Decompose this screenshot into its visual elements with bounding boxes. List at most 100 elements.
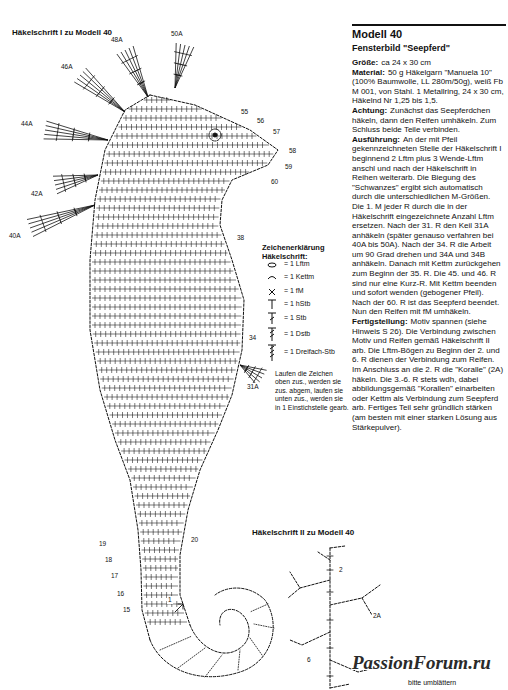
- stitch-row: [143, 565, 178, 571]
- callout-number: 31A: [246, 383, 260, 391]
- stitch-row: [96, 349, 240, 355]
- legend-heading: Häkelschrift:: [262, 252, 307, 261]
- stitch-row: [128, 466, 198, 472]
- stitch-row: [106, 151, 273, 157]
- back-edge: [90, 95, 150, 640]
- stitch-row: [107, 403, 226, 409]
- callout-number: 55: [240, 108, 249, 116]
- instruction-heading: Achtung:: [352, 106, 387, 115]
- crest-wedge: [53, 174, 98, 194]
- legend-text: = 1 Dreifach-Stb: [284, 348, 335, 356]
- instruction-paragraph: Material:50 g Häkelgarn "Manuela 10" (10…: [352, 68, 504, 106]
- instruction-paragraph: Achtung:Zunächst das Seepferdchen häkeln…: [352, 106, 504, 135]
- legend-text: = 1 fM: [284, 287, 304, 295]
- stitch-row: [133, 484, 193, 490]
- stitch-row: [147, 619, 187, 625]
- stitch-row: [137, 511, 185, 517]
- callout-number: 17: [110, 572, 119, 580]
- eye: [213, 133, 217, 137]
- instruction-paragraph: Nach der 60. R ist das Seepferd beendet.…: [352, 298, 504, 317]
- belly-edge: [150, 95, 278, 625]
- sc-symbol: [269, 289, 275, 295]
- instruction-text: Motiv spannen (siehe Hinweis S 26). Die …: [352, 317, 503, 432]
- crest-wedges: [27, 43, 267, 386]
- callout-number: 58: [288, 147, 297, 155]
- crest-wedge: [117, 46, 148, 97]
- stitch-row: [104, 160, 267, 166]
- callout-number: 60: [270, 178, 279, 186]
- callout-number: 48A: [110, 36, 124, 44]
- stitch-row: [125, 457, 203, 463]
- dtr-symbol: [268, 345, 276, 361]
- instruction-heading: Material:: [352, 68, 385, 77]
- subtitle: Fensterbild "Seepferd": [352, 43, 450, 54]
- seahorse-outline: [90, 95, 278, 677]
- slip-symbol: [268, 277, 276, 280]
- callout-number: 19: [98, 540, 107, 548]
- tail-curl: [150, 588, 273, 677]
- legend-heading: Zeichenerklärung: [262, 243, 325, 252]
- stitch-row: [142, 556, 178, 562]
- callout-number: 34: [248, 334, 257, 342]
- watermark: PassionForum.ru: [352, 652, 491, 675]
- tail-rows: [160, 604, 274, 677]
- instruction-paragraph: Fertigstellung:Motiv spannen (siehe Hinw…: [352, 317, 504, 432]
- stitch-rows: [92, 97, 273, 625]
- chain-symbol: [268, 263, 276, 267]
- callout-number: 16: [116, 590, 125, 598]
- header-rule: [352, 24, 506, 26]
- stitch-row: [114, 133, 256, 139]
- stitch-row: [145, 610, 184, 616]
- stitch-row: [110, 412, 223, 418]
- instruction-heading: Fertigstellung:: [352, 317, 408, 326]
- stitch-row: [123, 115, 222, 121]
- stitch-row: [144, 97, 171, 103]
- stitch-tick: [327, 556, 333, 676]
- callout-number: 50A: [170, 30, 184, 38]
- chart-title: Häkelschrift I zu Modell 40: [12, 28, 112, 38]
- instruction-text: An der mit Pfeil gekennzeichneten Stelle…: [352, 135, 501, 298]
- stitch-row: [143, 574, 178, 580]
- chain-line: [330, 548, 331, 688]
- stitch-row: [104, 394, 229, 400]
- stitch-row: [103, 169, 250, 175]
- callout-number: 40A: [8, 232, 22, 240]
- stitch-row: [129, 106, 202, 112]
- stitch-row: [140, 529, 182, 535]
- stitch-row: [93, 250, 228, 256]
- stitch-row: [115, 430, 215, 436]
- stitch-row: [121, 448, 207, 454]
- stitch-row: [95, 223, 219, 229]
- callout-number: 38: [236, 234, 245, 242]
- stitch-row: [143, 583, 178, 589]
- callout-number: 6: [306, 656, 312, 664]
- stitch-row: [110, 142, 270, 148]
- instruction-paragraph: Ausführung:An der mit Pfeil gekennzeichn…: [352, 135, 504, 298]
- stitch-row: [118, 439, 211, 445]
- stitch-row: [92, 286, 239, 292]
- crest-wedge: [74, 68, 125, 112]
- instruction-column: Größe:ca 24 x 30 cmMaterial:50 g Häkelga…: [352, 58, 504, 432]
- start-arrow: [175, 604, 183, 612]
- stitch-row: [92, 277, 236, 283]
- stitch-row: [101, 178, 230, 184]
- callout-number: 20: [190, 536, 199, 544]
- callout-number: 2A: [372, 612, 382, 620]
- stitch-row: [131, 475, 195, 481]
- callout-number: 46A: [60, 63, 74, 71]
- crest-wedge: [174, 43, 194, 88]
- legend-text: = 1 Kettm: [284, 273, 314, 281]
- stitch-row: [135, 493, 191, 499]
- page-note: bitte umblättern: [408, 679, 456, 687]
- stitch-row: [144, 592, 178, 598]
- hdc-symbol: [268, 300, 276, 309]
- stitch-row: [92, 304, 242, 310]
- eye: [209, 129, 221, 141]
- legend-text: = 1 Stb: [284, 314, 306, 322]
- stitch-row: [139, 520, 184, 526]
- crest-wedge: [44, 121, 108, 141]
- instruction-text: Nach der 60. R ist das Seepferd beendet.…: [352, 298, 499, 317]
- callout-number: 2: [338, 566, 344, 574]
- stitch-row: [141, 538, 181, 544]
